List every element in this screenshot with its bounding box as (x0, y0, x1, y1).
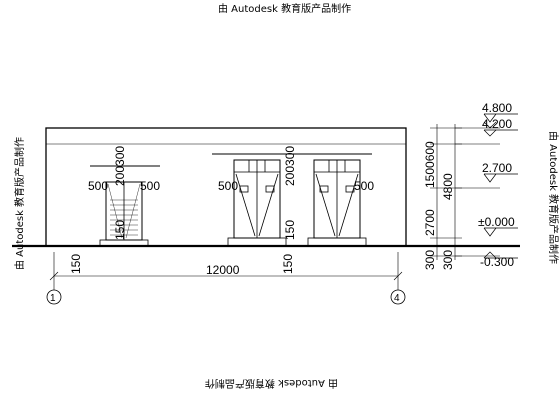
dim-door3-right: 500 (354, 179, 374, 193)
axis-right-label: 4 (394, 293, 400, 304)
dim-door2-top: 200300 (283, 146, 297, 186)
dim-2700: 2700 (423, 209, 437, 236)
watermark-top: 由 Autodesk 教育版产品制作 (218, 4, 352, 15)
dim-300-right: 300 (441, 250, 455, 270)
dim-1500600: 1500600 (423, 141, 437, 188)
dim-door1-right: 500 (140, 179, 160, 193)
dim-door1-top: 200300 (113, 146, 127, 186)
door-right (300, 153, 372, 247)
vertical-dimensions (430, 124, 500, 260)
door-left (90, 165, 160, 247)
axis-left-circle (46, 289, 62, 305)
elevation-markers (483, 113, 518, 259)
elev-lintel: 2.700 (482, 161, 512, 175)
dim-4800: 4800 (441, 173, 455, 200)
dim-total-width: 12000 (206, 263, 240, 277)
elev-ground: ±0.000 (478, 215, 515, 229)
axis-left-label: 1 (50, 293, 56, 304)
dim-300-left: 300 (423, 250, 437, 270)
elev-top: 4.800 (482, 101, 512, 115)
door-middle (212, 153, 300, 247)
dim-mid-150: 150 (281, 254, 295, 274)
dim-door2-150: 150 (283, 220, 297, 240)
dimension-12000 (49, 252, 403, 290)
dim-door2-left: 500 (218, 179, 238, 193)
elev-below: -0.300 (480, 255, 514, 269)
dim-door1-left: 500 (88, 179, 108, 193)
dim-left-150: 150 (69, 254, 83, 274)
axis-right-circle (390, 289, 406, 305)
elev-roof: 4.200 (482, 117, 512, 131)
dim-door1-150: 150 (113, 220, 127, 240)
